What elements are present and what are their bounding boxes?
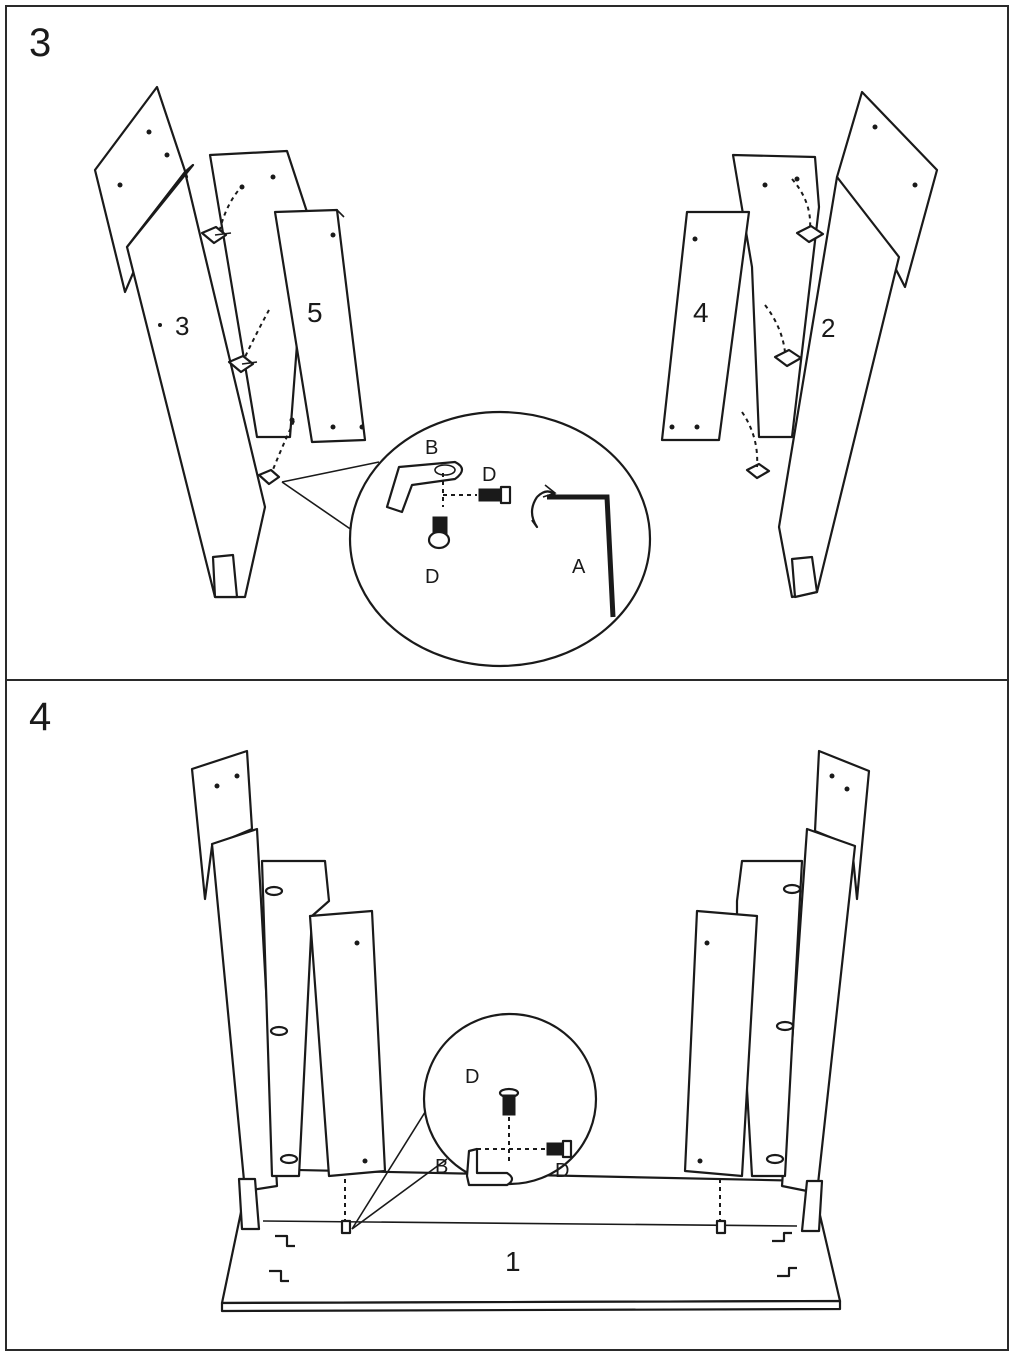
step-4-diagram: 1 <box>190 749 871 1313</box>
step-3-detail-callout: B D D A <box>281 410 652 668</box>
left-front-panel <box>308 909 387 1178</box>
panel-label-4: 4 <box>693 297 709 328</box>
left-bracket-low <box>257 468 281 486</box>
left-side-upright <box>210 827 279 1193</box>
step-number: 3 <box>29 21 52 65</box>
detail-label-b: B <box>435 1156 448 1178</box>
detail-circle <box>348 410 652 668</box>
hex-key-icon <box>547 494 616 618</box>
right-side-assembly: 4 2 <box>660 90 939 599</box>
step-4-detail-callout: D B D <box>351 1012 598 1230</box>
left-bracket-top <box>200 225 232 245</box>
panel-label-5: 5 <box>307 297 323 328</box>
right-front-panel <box>683 909 759 1178</box>
left-foot <box>237 1177 261 1231</box>
panel-label-3: 3 <box>175 311 189 341</box>
panel-3-foot <box>211 553 239 599</box>
left-bracket-mid <box>227 354 258 374</box>
base-bracket-icons <box>269 1219 797 1283</box>
bracket-icon <box>465 1147 514 1187</box>
right-foot <box>800 1179 824 1233</box>
bolt-icon-side <box>478 485 512 505</box>
panel-2-foot <box>790 555 819 599</box>
detail-label-b: B <box>425 437 438 459</box>
detail-label-d-bottom: D <box>425 566 439 588</box>
right-back-upright <box>813 749 871 901</box>
left-uprights <box>190 749 387 1231</box>
bolt-icon-top <box>498 1087 520 1116</box>
panel-1-base: 1 <box>220 1167 842 1313</box>
panel-4 <box>660 210 751 442</box>
bolt-icon-bottom <box>427 516 451 550</box>
panel-5 <box>273 208 367 444</box>
left-side-assembly: 3 5 <box>93 85 367 599</box>
right-bracket-low <box>745 462 771 480</box>
bolt-icon-side <box>546 1139 573 1159</box>
step-number: 4 <box>29 695 52 739</box>
panel-label-2: 2 <box>821 313 835 343</box>
step-4-panel: 4 1 <box>5 679 1009 1351</box>
step-3-diagram: 3 5 4 2 <box>93 85 939 668</box>
right-rear-shelf-panel <box>731 153 821 439</box>
detail-label-a: A <box>572 556 586 578</box>
detail-label-d-side: D <box>555 1160 569 1182</box>
right-uprights <box>683 749 871 1233</box>
detail-label-d-top: D <box>465 1066 479 1088</box>
detail-label-d-side: D <box>482 464 496 486</box>
right-bracket-top <box>795 224 825 244</box>
panel-label-1: 1 <box>505 1246 521 1277</box>
right-bracket-mid <box>773 348 803 368</box>
step-3-panel: 3 3 5 <box>5 5 1009 681</box>
